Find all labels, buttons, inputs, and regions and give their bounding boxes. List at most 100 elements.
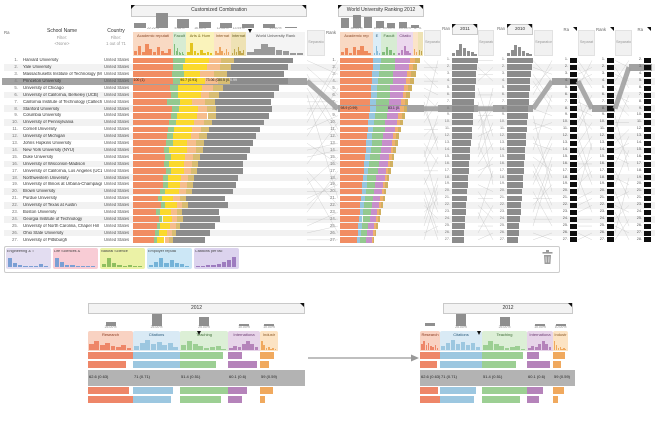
rank-cell[interactable]: 4.: [501, 77, 505, 82]
score-bar-segment[interactable]: [372, 64, 380, 71]
rank-cell[interactable]: 9.: [601, 112, 605, 117]
score-bar-segment[interactable]: [178, 85, 203, 91]
score-bar-segment[interactable]: [158, 216, 163, 223]
sort-marker-icon[interactable]: [477, 331, 481, 335]
detail-bar-segment[interactable]: [553, 395, 558, 403]
rank-indicator-bar[interactable]: [570, 182, 577, 188]
score-bar-segment[interactable]: [200, 154, 247, 160]
rank-cell[interactable]: 27.: [499, 236, 505, 241]
score-bar-segment[interactable]: [382, 195, 385, 202]
detail-bar-segment[interactable]: [420, 395, 440, 403]
rank-indicator-bar[interactable]: [607, 237, 614, 243]
country-cell[interactable]: United States: [104, 182, 130, 187]
score-bar-2011[interactable]: [452, 167, 469, 174]
score-bar-2011[interactable]: [452, 126, 473, 133]
detail-bar-segment[interactable]: [228, 360, 257, 368]
rank-cell[interactable]: 3.: [601, 71, 605, 75]
score-bar-segment[interactable]: [180, 195, 187, 202]
score-bar-2010[interactable]: [507, 167, 524, 174]
rank-cell[interactable]: 9.: [564, 112, 568, 117]
score-bar-segment[interactable]: [364, 161, 370, 167]
rank-cell[interactable]: 13.: [599, 140, 605, 144]
rank-cell[interactable]: 19.: [12, 181, 18, 187]
score-bar-segment[interactable]: [340, 133, 368, 140]
score-bar-2010[interactable]: [507, 223, 520, 229]
score-bar-segment[interactable]: [188, 174, 195, 181]
country-cell[interactable]: United States: [104, 58, 130, 63]
rank-cell[interactable]: 11.: [600, 126, 605, 131]
detail-bar-segment[interactable]: [553, 360, 561, 368]
school-name-cell[interactable]: Cornell University: [23, 127, 57, 132]
rank-indicator-bar[interactable]: [644, 202, 651, 208]
score-bar-segment[interactable]: [175, 119, 194, 126]
rank-cell[interactable]: 23.: [330, 209, 336, 214]
rank-cell[interactable]: 27.: [330, 236, 336, 242]
rank-indicator-bar[interactable]: [644, 196, 651, 201]
score-bar-segment[interactable]: [133, 188, 161, 195]
rank-cell[interactable]: 6.: [14, 91, 18, 97]
score-bar-segment[interactable]: [398, 112, 402, 119]
rank-cell[interactable]: 8.: [601, 105, 605, 110]
score-bar-segment[interactable]: [204, 98, 216, 105]
detail-bar-segment[interactable]: [553, 386, 564, 394]
score-bar-segment[interactable]: [387, 174, 390, 181]
rank-cell[interactable]: 12.: [330, 133, 336, 139]
score-bar-segment[interactable]: [180, 223, 216, 229]
score-bar-segment[interactable]: [367, 230, 373, 236]
rank-indicator-bar[interactable]: [607, 223, 614, 229]
score-bar-segment[interactable]: [389, 98, 402, 105]
score-bar-2011[interactable]: [452, 209, 466, 216]
score-bar-segment[interactable]: [373, 230, 375, 236]
score-bar-2010[interactable]: [507, 154, 525, 160]
score-bar-segment[interactable]: [177, 92, 201, 98]
score-bar-segment[interactable]: [340, 188, 362, 195]
rank-indicator-bar[interactable]: [570, 99, 577, 105]
score-bar-segment[interactable]: [190, 167, 198, 174]
rank-indicator-bar[interactable]: [607, 216, 614, 222]
rank-cell[interactable]: 21.: [12, 195, 18, 201]
score-bar-segment[interactable]: [195, 147, 204, 154]
score-bar-segment[interactable]: [361, 188, 366, 195]
rank-cell[interactable]: 10.: [499, 119, 505, 124]
rank-cell[interactable]: 16.: [599, 160, 605, 165]
score-bar-segment[interactable]: [372, 71, 380, 78]
score-bar-segment[interactable]: [176, 112, 198, 119]
score-bar-2010[interactable]: [507, 202, 522, 209]
score-bar-segment[interactable]: [395, 57, 411, 64]
rank-cell[interactable]: 7.: [601, 98, 605, 103]
score-bar-2011[interactable]: [452, 223, 465, 229]
rank-indicator-bar[interactable]: [644, 106, 651, 112]
rank-column-header[interactable]: Ra: [4, 30, 10, 35]
wur-2012-group-header[interactable]: World University Ranking 2012: [338, 5, 424, 17]
score-bar-segment[interactable]: [368, 119, 374, 126]
rank-cell[interactable]: 15.: [444, 153, 450, 158]
rank-cell[interactable]: 20.: [12, 188, 18, 194]
score-bar-2011[interactable]: [452, 174, 469, 181]
rank-indicator-bar[interactable]: [570, 58, 577, 63]
score-bar-segment[interactable]: [223, 85, 279, 91]
rank-cell[interactable]: 7.: [332, 98, 336, 104]
school-name-cell[interactable]: University of Pittsburgh: [23, 237, 68, 242]
score-bar-segment[interactable]: [378, 161, 388, 167]
rank-cell[interactable]: 3.: [501, 71, 505, 75]
score-bar-segment[interactable]: [172, 133, 191, 140]
school-name-cell[interactable]: University of Chicago: [23, 85, 64, 90]
score-bar-2011[interactable]: [452, 85, 476, 91]
rank-indicator-bar[interactable]: [607, 161, 614, 167]
rank-cell[interactable]: 15.: [330, 153, 336, 159]
rank-cell[interactable]: 8.: [501, 105, 505, 110]
score-bar-segment[interactable]: [182, 216, 221, 223]
score-bar-2010[interactable]: [507, 216, 520, 223]
score-bar-segment[interactable]: [371, 140, 383, 147]
score-bar-segment[interactable]: [390, 161, 393, 167]
detail-bar-segment[interactable]: [553, 351, 565, 359]
separator-column-4[interactable]: Separator: [534, 30, 553, 56]
detail-bar-segment[interactable]: [482, 386, 527, 394]
score-bar-segment[interactable]: [413, 64, 418, 71]
score-bar-segment[interactable]: [187, 147, 196, 154]
country-cell[interactable]: United States: [104, 189, 130, 194]
country-cell[interactable]: United States: [104, 154, 130, 159]
score-bar-segment[interactable]: [180, 174, 189, 181]
rank-indicator-bar[interactable]: [570, 140, 577, 146]
score-bar-segment[interactable]: [380, 195, 383, 202]
